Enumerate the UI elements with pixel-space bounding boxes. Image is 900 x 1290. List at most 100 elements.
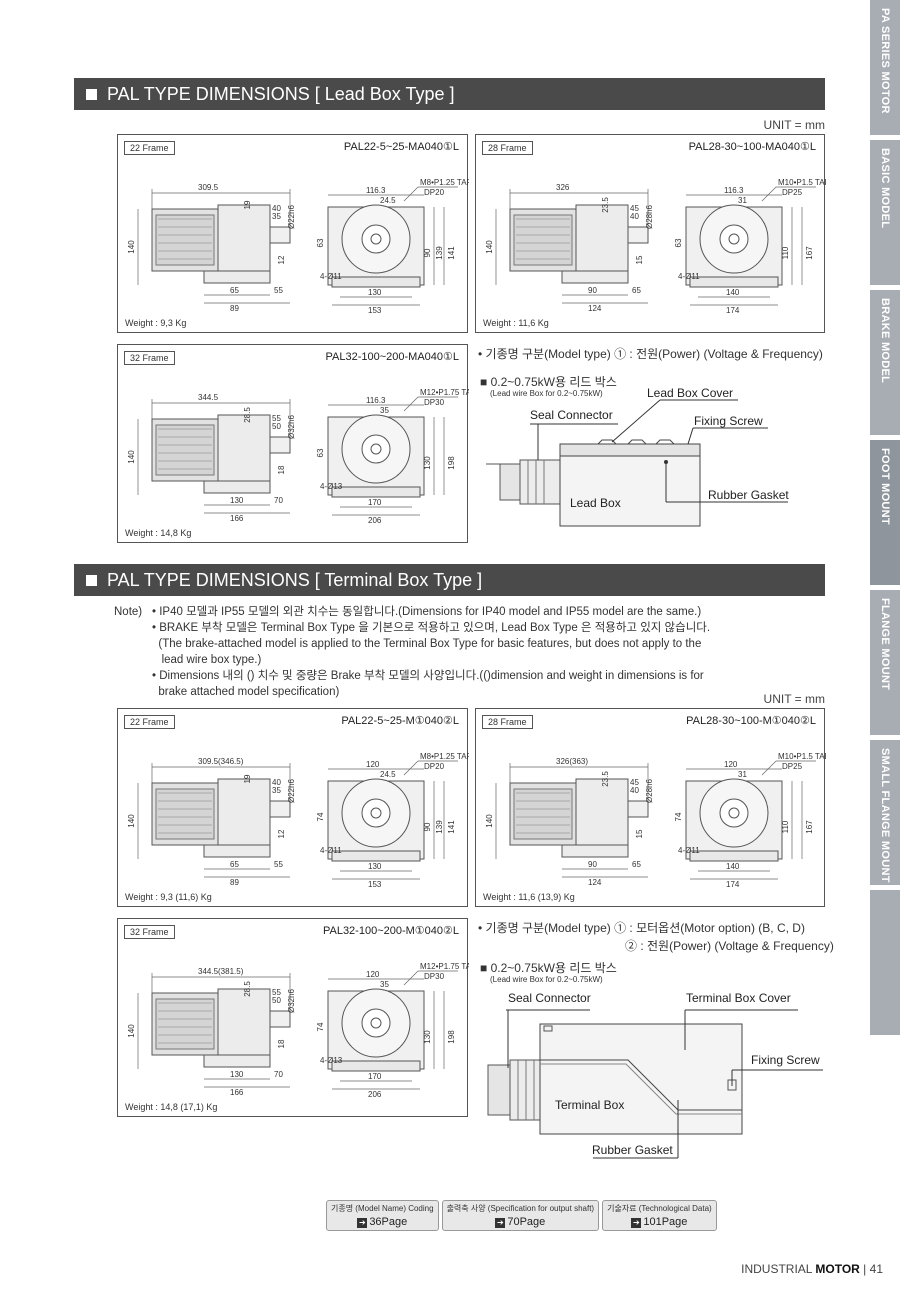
dim-dp: DP20 <box>424 188 445 197</box>
dim-flange-height: 63 <box>316 448 325 457</box>
weight-label: Weight : 11,6 Kg <box>483 318 549 328</box>
dim-height: 140 <box>127 814 136 828</box>
dim-e: 12 <box>277 255 286 264</box>
model-code: PAL22-5~25-MA040①L <box>343 141 459 153</box>
foot-base <box>561 270 629 284</box>
terminal-box-illustration <box>487 1009 823 1159</box>
foot-base <box>561 844 629 858</box>
side-tab-flange-mount[interactable]: FLANGE MOUNT <box>870 590 900 735</box>
terminal-box-title: ■ 0.2~0.75kW용 리드 박스 <box>480 961 617 975</box>
output-shaft <box>269 1010 291 1028</box>
dim-length: 344.5(381.5) <box>198 967 244 976</box>
side-tab-blank <box>870 890 900 1035</box>
unit-label: UNIT = mm <box>763 118 825 132</box>
dim-width: 116.3 <box>366 396 386 405</box>
side-tab-pa-series[interactable]: PA SERIES MOTOR <box>870 0 900 135</box>
gearhead-body <box>217 414 271 482</box>
dim-tap: M10•P1.5 TAP <box>778 752 826 761</box>
dim-f2: 174 <box>726 306 740 315</box>
dim-dp: DP20 <box>424 762 445 771</box>
output-shaft <box>269 226 291 244</box>
dim-e: 15 <box>635 829 644 838</box>
output-shaft-spec-button[interactable]: 출력축 사양 (Specification for output shaft) … <box>441 1200 600 1231</box>
dim-height: 140 <box>127 240 136 254</box>
model-code: PAL28-30~100-M①040②L <box>686 715 816 727</box>
note-label: Note) <box>114 606 143 618</box>
technological-data-button[interactable]: 기술자료 (Technological Data) ➔101Page <box>602 1200 717 1231</box>
dim-f1: 170 <box>368 1072 382 1081</box>
dim-v1: 90 <box>423 822 432 831</box>
dim-dp: DP30 <box>424 972 445 981</box>
dim-v1: 90 <box>423 248 432 257</box>
dim-base3: 65 <box>632 286 641 295</box>
dim-a: 40 <box>272 204 281 213</box>
dim-b: 40 <box>630 212 639 221</box>
gearhead-body <box>217 204 271 272</box>
dim-length: 309.5 <box>198 183 219 192</box>
frame-tag: 22 Frame <box>124 715 175 729</box>
model-type-note-1: • 기종명 구분(Model type) ① : 모터옵션(Motor opti… <box>478 921 805 935</box>
dim-length: 309.5(346.5) <box>198 757 244 766</box>
weight-label: Weight : 14,8 Kg <box>125 528 192 538</box>
fixing-screw-label: Fixing Screw <box>694 414 763 428</box>
dim-base3: 70 <box>274 1070 283 1079</box>
frame-tag: 32 Frame <box>124 925 175 939</box>
dim-tap: M8•P1.25 TAP <box>420 752 469 761</box>
dim-dp: DP30 <box>424 398 445 407</box>
foot-base <box>203 844 271 858</box>
dim-length: 326 <box>556 183 570 192</box>
dim-hole: 4-Ø11 <box>320 846 342 855</box>
dim-k: 24.5 <box>380 196 396 205</box>
dim-k: 31 <box>738 196 747 205</box>
lead-box-illustration <box>486 399 788 527</box>
note-line: brake attached model specification) <box>152 686 340 698</box>
output-shaft <box>627 226 649 244</box>
model-code: PAL32-100~200-MA040①L <box>325 351 460 363</box>
dim-b: 50 <box>272 996 281 1005</box>
dim-base1: 65 <box>230 860 239 869</box>
dim-v3: 198 <box>447 1030 456 1044</box>
drawing-panel-28-terminal: 28 Frame PAL28-30~100-M①040②L 326(363)14… <box>475 708 826 907</box>
fixing-screw-label: Fixing Screw <box>751 1053 820 1067</box>
model-type-note: • 기종명 구분(Model type) ① : 전원(Power) (Volt… <box>478 347 823 361</box>
dim-flange-height: 63 <box>674 238 683 247</box>
dim-width: 120 <box>366 970 380 979</box>
dim-c: 19 <box>243 200 252 209</box>
dim-base2: 166 <box>230 514 244 523</box>
dim-f1: 170 <box>368 498 382 507</box>
dim-v2: 139 <box>435 820 444 834</box>
dim-c: 28.5 <box>243 407 252 423</box>
terminal-box-subtitle: (Lead wire Box for 0.2~0.75kW) <box>490 975 603 984</box>
section-header-terminal-box: PAL TYPE DIMENSIONS [ Terminal Box Type … <box>74 564 825 596</box>
dim-base1: 130 <box>230 496 244 505</box>
dim-base3: 55 <box>274 860 283 869</box>
frame-tag: 22 Frame <box>124 141 175 155</box>
dim-length: 344.5 <box>198 393 219 402</box>
dim-flange-height: 74 <box>316 812 325 821</box>
dim-hole: 4-Ø11 <box>320 272 342 281</box>
dim-hole: 4-Ø11 <box>678 272 700 281</box>
side-tab-small-flange-mount[interactable]: SMALL FLANGE MOUNT <box>870 740 900 885</box>
square-bullet-icon <box>86 88 97 100</box>
dim-v1: 110 <box>781 246 790 259</box>
model-name-coding-button[interactable]: 기종명 (Model Name) Coding ➔36Page <box>326 1200 439 1231</box>
dim-c: 23.5 <box>601 197 610 213</box>
dim-tap: M12•P1.75 TAP <box>420 962 469 971</box>
page-footer: INDUSTRIAL MOTOR | 41 <box>741 1262 883 1276</box>
dim-tap: M10•P1.5 TAP <box>778 178 826 187</box>
side-tab-brake-model[interactable]: BRAKE MODEL <box>870 290 900 435</box>
lead-box-cover-label: Lead Box Cover <box>647 386 734 400</box>
dim-v3: 167 <box>805 820 814 834</box>
dim-base1: 90 <box>588 286 597 295</box>
side-tab-foot-mount[interactable]: FOOT MOUNT <box>870 440 900 585</box>
dim-a: 45 <box>630 204 639 213</box>
dim-v3: 141 <box>447 246 456 260</box>
side-tab-basic-model[interactable]: BASIC MODEL <box>870 140 900 285</box>
note-block: Note)• IP40 모델과 IP55 모델의 외관 치수는 동일합니다.(D… <box>114 604 774 700</box>
dim-v3: 167 <box>805 246 814 260</box>
dim-shaft: Ø28h6 <box>645 204 654 229</box>
dim-c: 28.5 <box>243 981 252 997</box>
